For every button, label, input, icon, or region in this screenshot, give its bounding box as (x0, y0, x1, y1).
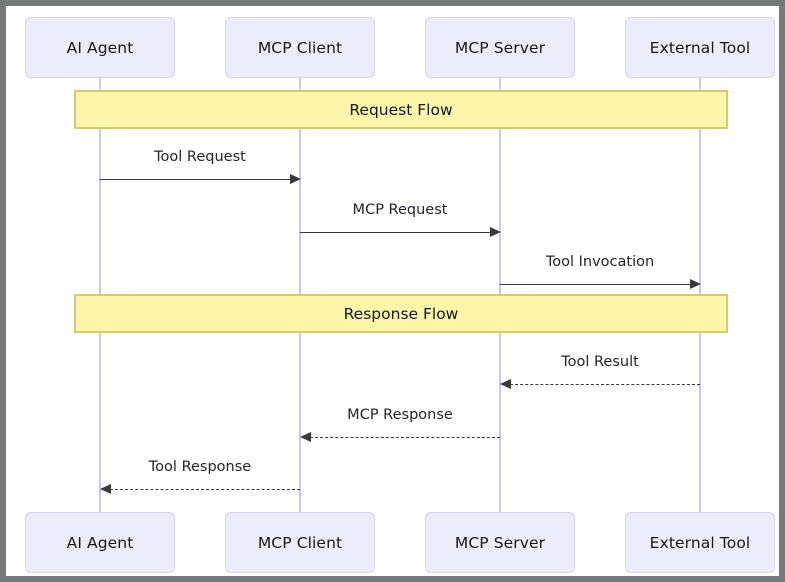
participant-label: MCP Client (257, 533, 343, 552)
participant-label: AI Agent (66, 38, 134, 57)
arrowhead-tool-response (100, 484, 111, 494)
message-label-tool-invocation: Tool Invocation (545, 254, 655, 270)
section-banner-request-flow: Request Flow (74, 90, 728, 129)
message-label-tool-response: Tool Response (148, 459, 252, 475)
participant-label: External Tool (649, 38, 751, 57)
section-banner-response-flow: Response Flow (74, 294, 728, 333)
message-line-tool-result (510, 384, 700, 385)
arrowhead-tool-request (290, 174, 301, 184)
participant-label: AI Agent (66, 533, 134, 552)
participant-label: MCP Client (257, 38, 343, 57)
message-line-mcp-request (300, 232, 490, 233)
participant-mcp-client-top[interactable]: MCP Client (225, 17, 375, 78)
message-label-mcp-request: MCP Request (352, 202, 448, 218)
arrowhead-tool-invocation (690, 279, 701, 289)
message-line-tool-invocation (500, 284, 690, 285)
participant-ai-agent-top[interactable]: AI Agent (25, 17, 175, 78)
message-line-tool-request (100, 179, 290, 180)
message-label-mcp-response: MCP Response (347, 407, 453, 423)
arrowhead-mcp-request (490, 227, 501, 237)
message-line-mcp-response (310, 437, 500, 438)
participant-label: MCP Server (454, 38, 546, 57)
message-label-tool-result: Tool Result (561, 354, 639, 370)
message-line-tool-response (110, 489, 300, 490)
participant-label: MCP Server (454, 533, 546, 552)
participant-mcp-server-bottom[interactable]: MCP Server (425, 512, 575, 573)
arrowhead-tool-result (500, 379, 511, 389)
participant-mcp-server-top[interactable]: MCP Server (425, 17, 575, 78)
participant-label: External Tool (649, 533, 751, 552)
participant-ai-agent-bottom[interactable]: AI Agent (25, 512, 175, 573)
participant-external-tool-bottom[interactable]: External Tool (625, 512, 775, 573)
section-banner-label: Request Flow (349, 100, 453, 119)
arrowhead-mcp-response (300, 432, 311, 442)
section-banner-label: Response Flow (343, 304, 459, 323)
participant-mcp-client-bottom[interactable]: MCP Client (225, 512, 375, 573)
message-label-tool-request: Tool Request (154, 149, 246, 165)
participant-external-tool-top[interactable]: External Tool (625, 17, 775, 78)
